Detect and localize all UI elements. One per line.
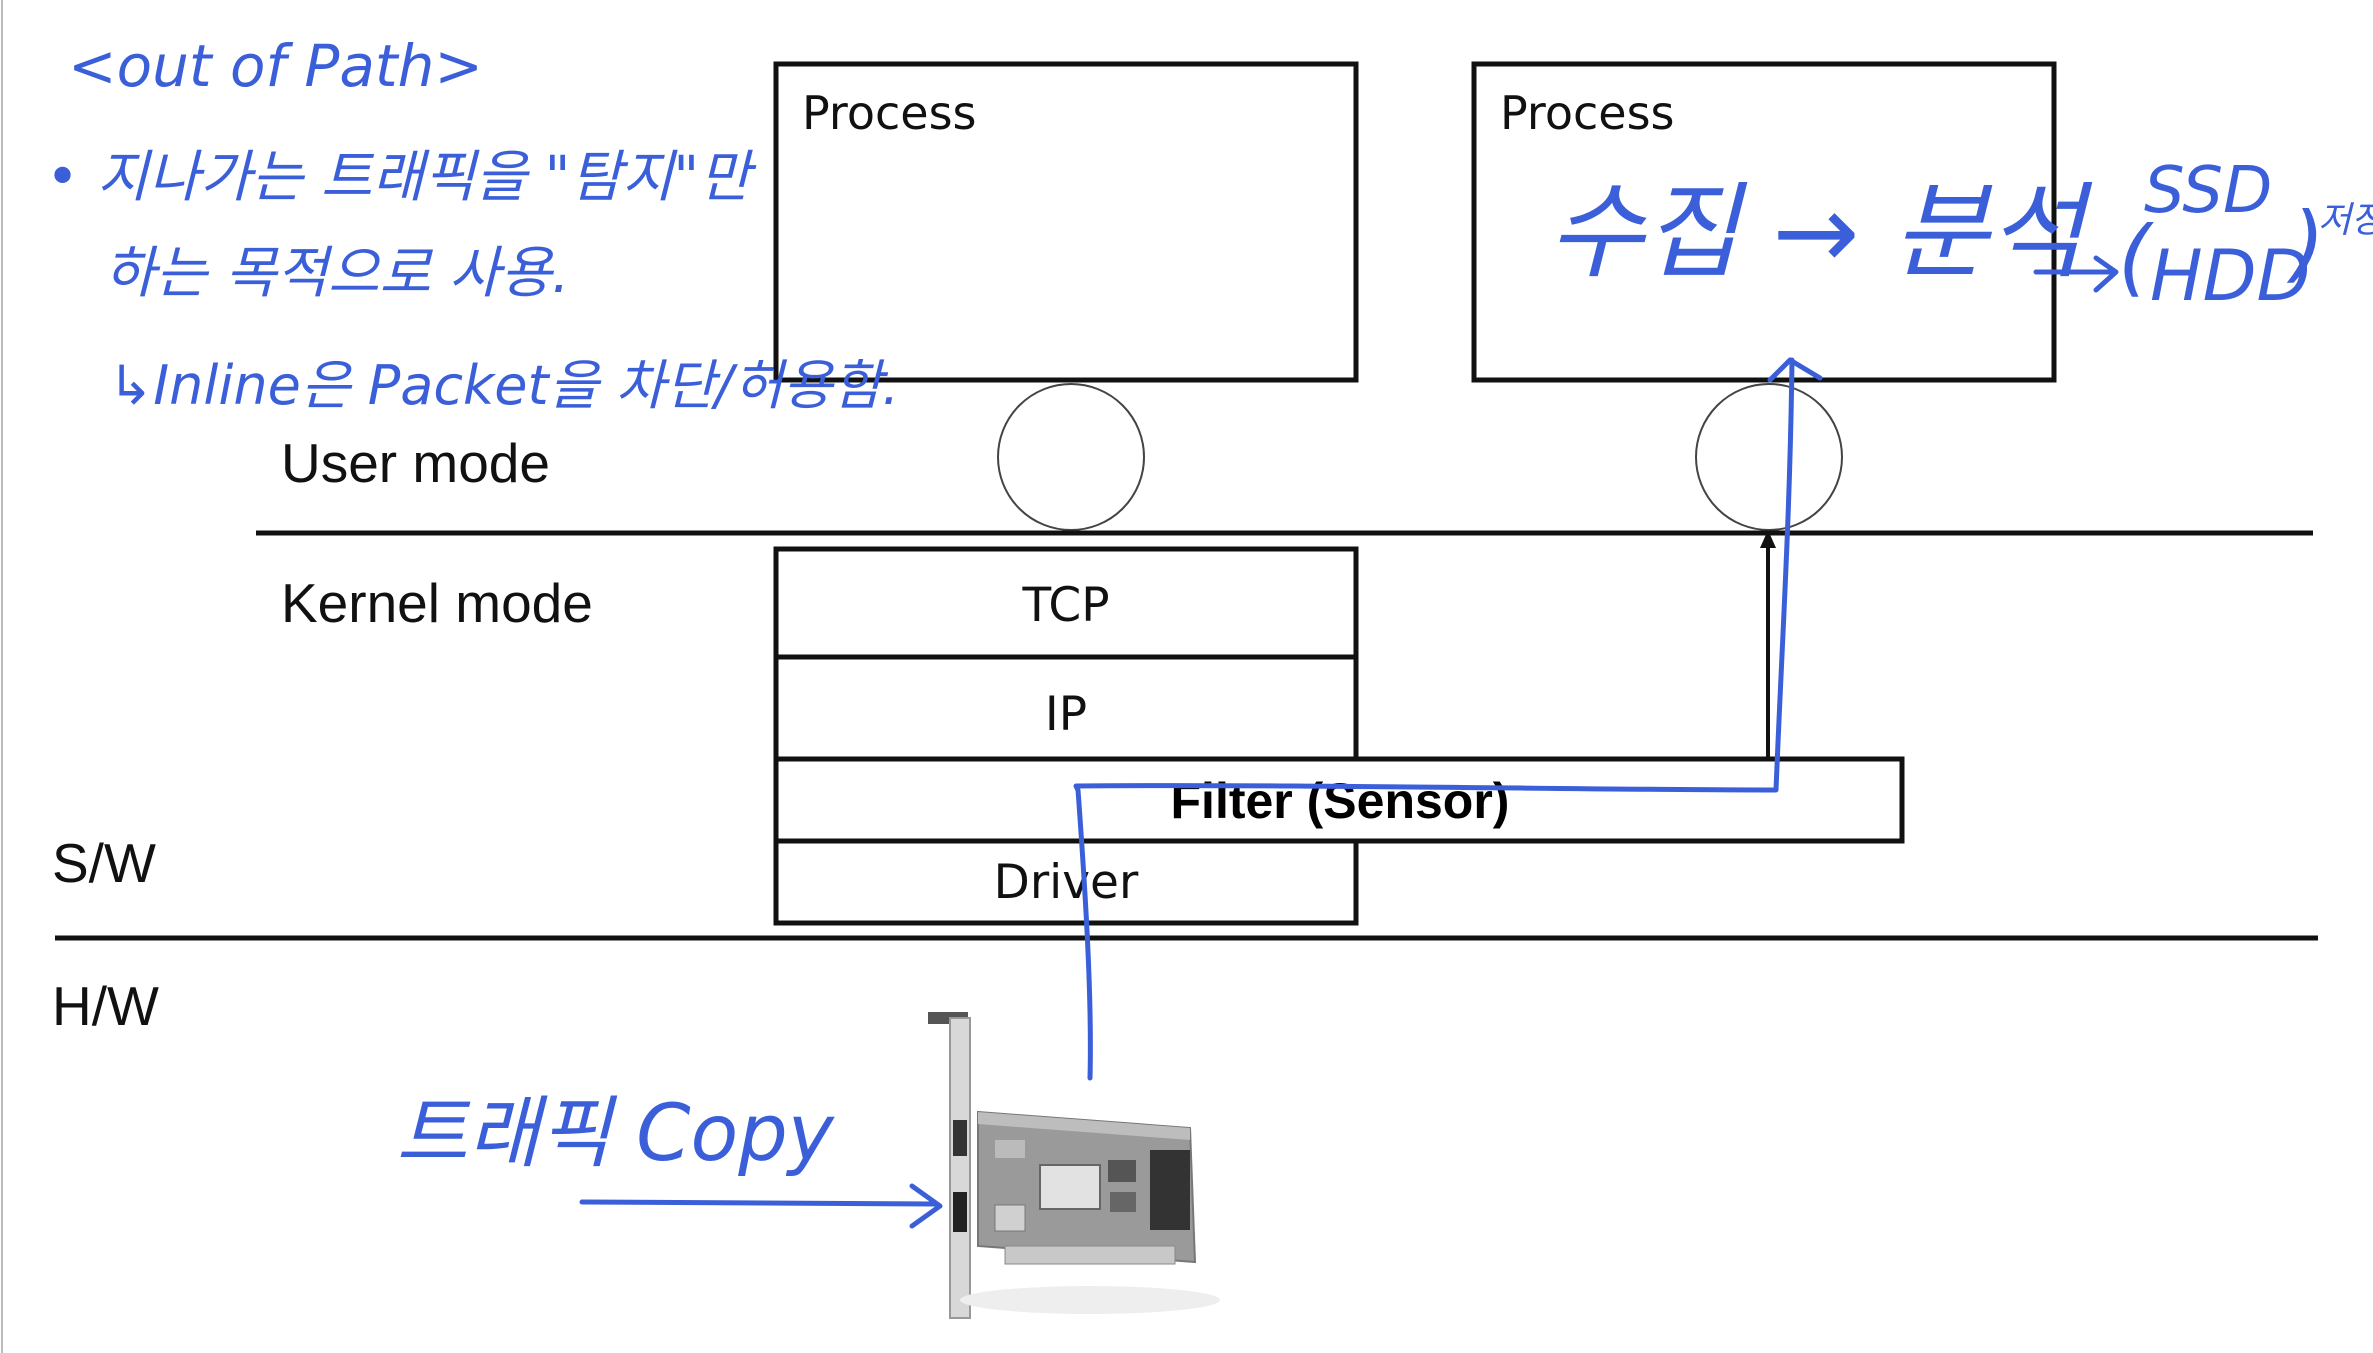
bullet-line-1: • 지나가는 트래픽을 "탐지"만 bbox=[46, 145, 757, 210]
bullet-line-2: 하는 목적으로 사용. bbox=[104, 241, 570, 306]
store-note: 저장 bbox=[2318, 200, 2373, 241]
process-box-right bbox=[1471, 61, 2057, 383]
sw-label: S/W bbox=[52, 832, 156, 894]
out-of-path-title: <out of Path> bbox=[68, 32, 483, 100]
kernel-mode-label: Kernel mode bbox=[281, 572, 593, 634]
socket-circle-right bbox=[1695, 383, 1843, 531]
traffic-copy-arrow bbox=[579, 1183, 943, 1229]
socket-circle-left bbox=[997, 383, 1145, 531]
to-storage-arrow bbox=[2033, 255, 2119, 293]
storage-bracket-close: ) bbox=[2286, 194, 2325, 292]
process-left-label: Process bbox=[802, 86, 977, 140]
bullet-line-3: ↳Inline은 Packet을 차단/허용함. bbox=[108, 354, 899, 417]
hw-label: H/W bbox=[52, 975, 159, 1037]
ssd-note: SSD bbox=[2144, 154, 2272, 228]
traffic-copy-note: 트래픽 Copy bbox=[396, 1089, 836, 1179]
arrow-head bbox=[1760, 530, 1776, 548]
hdd-note: HDD bbox=[2150, 235, 2310, 317]
driver-layer bbox=[773, 838, 1359, 926]
process-box-left bbox=[773, 61, 1359, 383]
filter-sensor-label: Filter (Sensor) bbox=[1171, 773, 1510, 829]
process-right-label: Process bbox=[1500, 86, 1675, 140]
driver-label: Driver bbox=[994, 855, 1139, 910]
traffic-copy-path bbox=[1073, 357, 1823, 1081]
storage-bracket-open: ( bbox=[2118, 208, 2154, 306]
user-mode-label: User mode bbox=[281, 432, 550, 494]
ip-label: IP bbox=[1045, 687, 1087, 742]
tcp-label: TCP bbox=[1021, 578, 1109, 633]
network-card-icon bbox=[928, 1012, 1220, 1319]
collect-analyze-note: 수집 → 분석 bbox=[1548, 171, 2093, 293]
